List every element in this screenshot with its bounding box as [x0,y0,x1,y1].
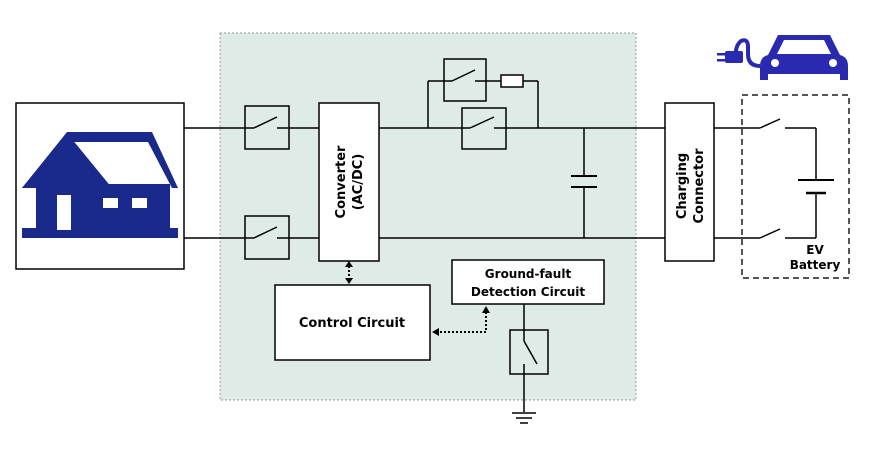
house-box [15,102,185,270]
control-circuit-block: Control Circuit [274,284,431,361]
gfd-control-link [432,306,490,336]
ev-label: EV [806,243,824,257]
ground-fault-switch [509,329,549,375]
main-dc-switch [461,107,507,150]
control-circuit-label: Control Circuit [299,316,405,331]
ground-icon [512,412,536,424]
charging-connector-block: Charging Connector [664,102,715,262]
input-switch-top [244,105,290,150]
converter-label: Converter [334,145,349,218]
ev-car-icon [760,35,848,80]
gfd-label-line1: Ground-fault [485,267,572,281]
gfd-label-line2: Detection Circuit [471,285,586,299]
charging-label: Charging [675,153,690,219]
capacitor [571,175,597,188]
converter-block: Converter (AC/DC) [318,102,380,262]
ev-battery-box: EV Battery [741,94,850,279]
input-switch-bottom [244,215,290,260]
battery-label: Battery [790,258,841,272]
converter-sublabel: (AC/DC) [351,154,366,211]
plug-icon [717,38,761,68]
precharge-switch [443,58,487,102]
power-wires [184,80,817,412]
house-icon [22,132,178,238]
precharge-resistor [500,74,524,88]
ground-fault-block: Ground-fault Detection Circuit [451,259,605,305]
connector-label: Connector [692,148,707,224]
converter-control-link [345,261,353,284]
